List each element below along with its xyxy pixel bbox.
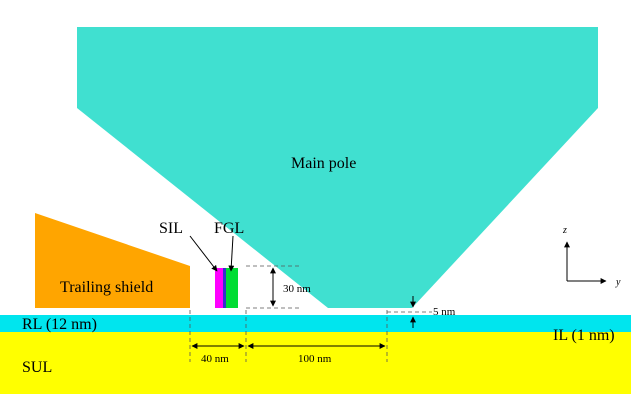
fgl-pointer-arrow — [228, 235, 235, 272]
y-axis-label: y — [615, 277, 621, 288]
dim-40nm-label: 40 nm — [201, 353, 229, 365]
guide-lines — [189, 265, 432, 362]
trailing-shield-label: Trailing shield — [60, 279, 153, 296]
sil-pointer-arrow — [189, 235, 218, 272]
sil-label: SIL — [159, 220, 183, 237]
rl-layer — [0, 315, 631, 332]
dim-100nm-label: 100 nm — [298, 353, 332, 365]
dim-5nm-label: 5 nm — [433, 306, 456, 318]
il-label: IL (1 nm) — [553, 327, 615, 344]
dim-30nm-label: 30 nm — [283, 283, 311, 295]
main-pole-label: Main pole — [291, 155, 356, 172]
sil-layer — [215, 268, 223, 308]
sil-interlayer — [223, 268, 226, 308]
fgl-layer — [226, 268, 238, 308]
main-pole — [77, 27, 598, 308]
rl-label: RL (12 nm) — [22, 316, 97, 333]
z-axis-label: z — [562, 225, 567, 236]
sul-layer — [0, 332, 631, 394]
fgl-label: FGL — [214, 220, 244, 237]
trailing-shield — [35, 213, 190, 308]
sul-label: SUL — [22, 359, 52, 376]
